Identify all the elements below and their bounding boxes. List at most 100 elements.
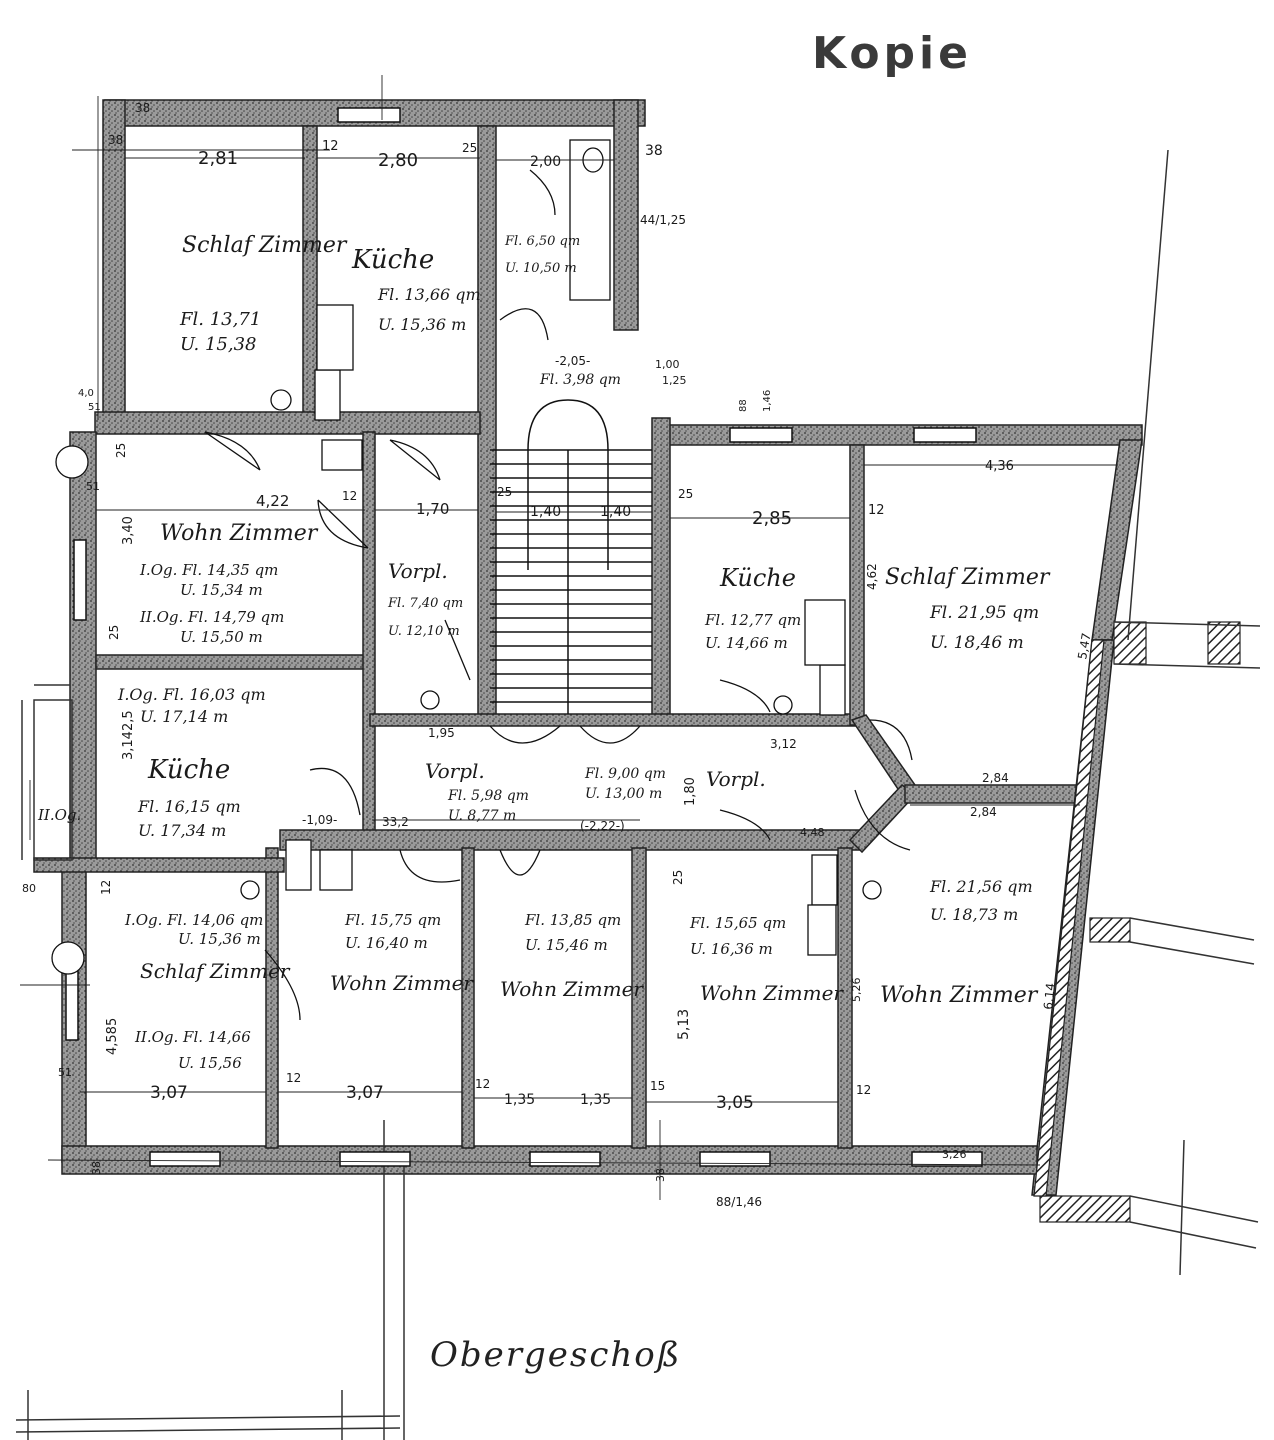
wall-stair-right	[651, 417, 671, 719]
wall-west-upper	[69, 431, 97, 863]
room-area: I.Og. Fl. 14,06 qm	[124, 911, 263, 929]
stove-2	[819, 664, 846, 716]
door-16	[444, 619, 471, 681]
neighbour-wall-1	[1113, 621, 1147, 665]
wall-corridor-bottom	[279, 829, 861, 851]
section-line-5	[15, 1415, 401, 1421]
dim-label: 2,84	[970, 805, 997, 819]
dim-label: 5,47	[1075, 632, 1093, 661]
room-area-2: II.Og. Fl. 14,66	[134, 1028, 251, 1046]
room-area: Fl. 21,95 qm	[929, 603, 1039, 623]
door-11	[869, 719, 913, 761]
dim-label: 88/1,46	[716, 1195, 762, 1209]
room-perimeter: U. 13,00 m	[585, 786, 662, 802]
property-line-s	[1179, 1139, 1185, 1276]
window-w1	[73, 539, 87, 621]
column-2	[51, 941, 85, 975]
wall-central	[369, 713, 859, 727]
door-5	[489, 725, 561, 744]
room-area: I.Og. Fl. 16,03 qm	[117, 685, 266, 704]
wall-bath-right	[613, 99, 639, 331]
door-3	[317, 499, 369, 549]
wall-west-mid	[95, 654, 367, 670]
room-name: Wohn Zimmer	[500, 977, 644, 1001]
room-name: Küche	[147, 755, 230, 785]
room-name: Wohn Zimmer	[330, 971, 474, 995]
wall-east-mid	[904, 784, 1094, 804]
dim-label: 12	[322, 139, 339, 154]
room-perimeter-2: U. 15,56	[178, 1054, 242, 1072]
doors	[204, 169, 913, 1021]
dim-label: 1,00	[655, 358, 680, 371]
chimney-4	[420, 690, 440, 710]
wall-kueche-e-right	[849, 444, 865, 726]
room-name: Vorpl.	[388, 559, 448, 583]
room-area: Fl. 13,71	[179, 309, 261, 330]
wall-south-div-1	[265, 847, 279, 1149]
dim-label: 4,62	[865, 563, 879, 590]
room-perimeter: U. 15,36 m	[378, 315, 466, 334]
door-4	[309, 767, 361, 816]
dim-label: -2,05-	[555, 354, 590, 368]
property-line-e3	[1129, 917, 1255, 941]
wall-south	[61, 1145, 1038, 1175]
column-1	[55, 445, 89, 479]
door-15	[529, 169, 556, 216]
room-perimeter: U. 15,36 m	[178, 930, 261, 948]
fixtures	[51, 139, 882, 975]
dim-label: 1,46	[762, 390, 773, 412]
dim-label: 1,25	[662, 374, 687, 387]
dim-label: 2,85	[752, 508, 792, 529]
dim-label: 2,00	[530, 154, 561, 170]
counter-2	[804, 599, 846, 666]
dim-label: 38	[645, 143, 663, 159]
stair-treads	[490, 449, 652, 703]
door-10	[854, 789, 911, 851]
dim-label: 25	[497, 485, 512, 499]
sink-1	[321, 439, 363, 471]
door-1	[204, 431, 261, 471]
door-7	[399, 849, 461, 883]
room-area: Fl. 6,50 qm	[504, 234, 580, 249]
wall-east	[1091, 439, 1143, 641]
room-area: Fl. 5,98 qm	[447, 788, 529, 804]
room-area-2: Fl. 16,15 qm	[137, 797, 241, 816]
dim-label: 4,22	[256, 492, 289, 510]
door-14	[499, 308, 549, 341]
window-7	[699, 1151, 771, 1167]
neighbour-wall-4	[1039, 1195, 1131, 1223]
dim-label: 25	[462, 141, 477, 155]
drawing-caption: Obergeschoß	[430, 1335, 682, 1375]
dim-label: 51	[86, 480, 100, 493]
dim-label: 25	[107, 625, 121, 640]
wall-diagonal	[850, 714, 917, 797]
window-2	[729, 427, 793, 443]
dim-label: 12	[475, 1077, 490, 1091]
window-5	[339, 1151, 411, 1167]
dim-label: 1,35	[580, 1092, 611, 1108]
door-2	[389, 439, 441, 481]
door-8	[499, 849, 541, 876]
property-line-e1	[1113, 621, 1261, 627]
dim-label: 3,40	[121, 516, 136, 545]
dim-label: 12	[342, 489, 357, 503]
counter-4	[807, 904, 837, 956]
room-perimeter: U. 15,34 m	[180, 581, 263, 599]
wall-west-lower-top	[33, 857, 285, 873]
room-perimeter: U. 10,50 m	[505, 261, 577, 276]
room-perimeter: U. 16,40 m	[345, 934, 428, 952]
dim-label: 44/1,25	[640, 213, 686, 227]
room-perimeter: U. 15,46 m	[525, 936, 608, 954]
dim-label: 33,2	[382, 815, 409, 829]
room-name: Wohn Zimmer	[880, 983, 1039, 1008]
counter-1	[316, 304, 354, 371]
room-area: Fl. 15,75 qm	[344, 911, 441, 929]
chimney-2	[240, 880, 260, 900]
dim-label: 5,26	[850, 978, 863, 1003]
room-area: Fl. 13,66 qm	[377, 285, 481, 304]
dim-label: 25	[671, 870, 685, 885]
section-line-6	[15, 1427, 401, 1433]
dim-label: 2,84	[982, 771, 1009, 785]
chimney-3	[862, 880, 882, 900]
neighbour-wall-3	[1089, 917, 1131, 943]
